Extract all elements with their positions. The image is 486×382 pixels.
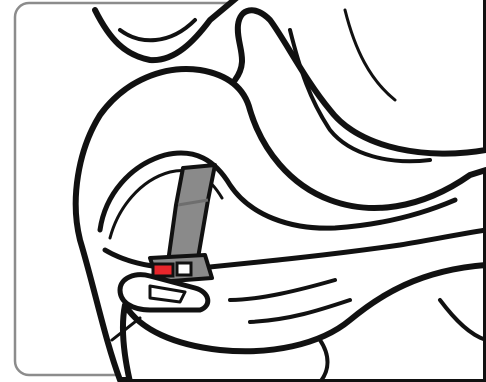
buckle-release-highlight [177,263,191,275]
buckle-release-button [153,264,173,276]
